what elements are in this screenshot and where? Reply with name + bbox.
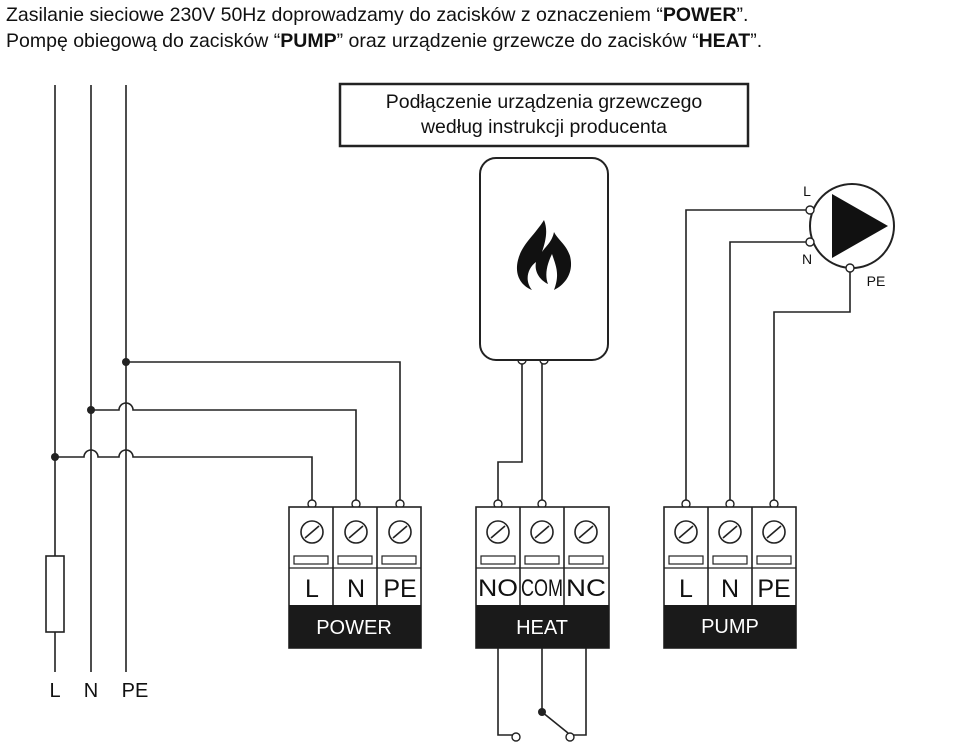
pump-terminals	[805, 205, 855, 273]
mains-label-n: N	[84, 680, 98, 702]
screw-icon	[344, 520, 368, 544]
pump-icon	[809, 183, 895, 269]
screw-icon	[530, 520, 554, 544]
screw-icon	[574, 520, 598, 544]
heat-terminal-nc: NC	[566, 575, 606, 602]
junction-dots	[51, 358, 546, 716]
note-line-1: Podłączenie urządzenia grzewczego	[386, 91, 703, 113]
screw-icon	[486, 520, 510, 544]
power-terminal-n: N	[347, 575, 365, 603]
heat-title: HEAT	[516, 617, 568, 639]
pump-title: PUMP	[701, 616, 759, 638]
screw-icon	[388, 520, 412, 544]
pump-terminal-pe: PE	[757, 575, 790, 603]
heat-block: NO COM NC HEAT	[475, 506, 610, 649]
mains-label-pe: PE	[122, 680, 149, 702]
intro-text: Zasilanie sieciowe 230V 50Hz doprowadzam…	[6, 2, 956, 54]
wires	[54, 85, 851, 736]
power-terminal-l: L	[305, 575, 319, 603]
pump-label-n: N	[802, 251, 812, 267]
intro-line-1: Zasilanie sieciowe 230V 50Hz doprowadzam…	[6, 4, 749, 26]
heat-terminal-no: NO	[478, 575, 518, 602]
screw-icon	[718, 520, 742, 544]
power-title: POWER	[316, 617, 392, 639]
note-box	[338, 82, 750, 148]
mains-label-l: L	[49, 680, 60, 702]
power-terminal-pe: PE	[383, 575, 416, 603]
screw-icon	[300, 520, 324, 544]
screw-icon	[762, 520, 786, 544]
pump-terminal-l: L	[679, 575, 693, 603]
intro-line-2: Pompę obiegową do zacisków “PUMP” oraz u…	[6, 30, 763, 52]
power-block: L N PE POWER	[288, 506, 422, 649]
note-line-2: według instrukcji producenta	[420, 116, 667, 138]
pump-terminal-n: N	[721, 575, 739, 603]
pump-block: L N PE PUMP	[663, 506, 797, 649]
screw-icon	[674, 520, 698, 544]
heat-terminal-com: COM	[521, 575, 563, 602]
fuse-icon	[45, 555, 65, 633]
flame-icon	[516, 220, 572, 290]
pump-label-l: L	[803, 183, 811, 199]
pump-label-pe: PE	[867, 273, 886, 289]
